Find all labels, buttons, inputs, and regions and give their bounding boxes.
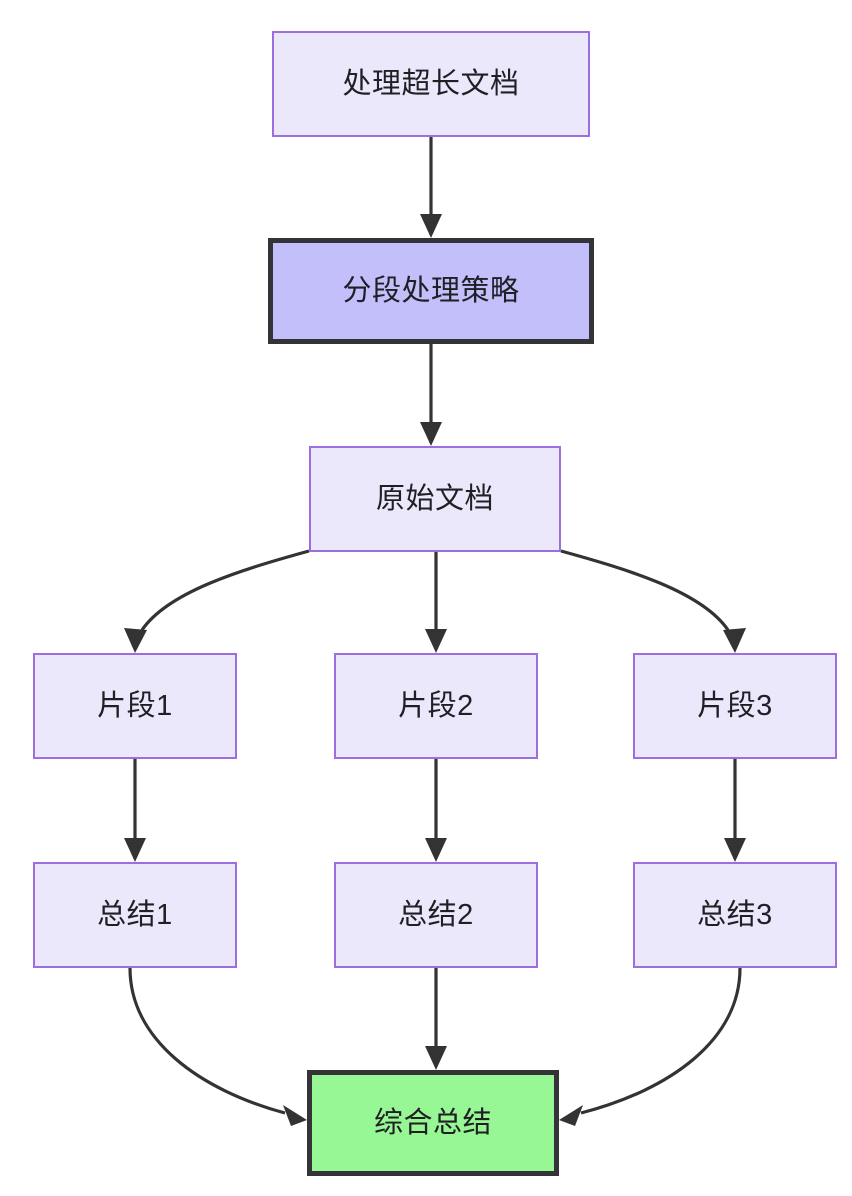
node-fragment-3[interactable]: 片段3 xyxy=(633,653,837,759)
node-process-long-document[interactable]: 处理超长文档 xyxy=(272,31,590,137)
node-label: 原始文档 xyxy=(375,482,494,515)
node-summary-3[interactable]: 总结3 xyxy=(633,862,837,968)
edge-fragment-1-to-summary-1 xyxy=(124,759,146,862)
edge-source-doc-to-fragment-3 xyxy=(560,549,746,653)
edge-fragment-2-to-summary-2 xyxy=(425,759,447,862)
node-label: 总结3 xyxy=(697,898,773,931)
node-source-document[interactable]: 原始文档 xyxy=(309,446,561,552)
edge-summary-3-to-final-summary xyxy=(559,967,742,1126)
node-chunk-processing-strategy[interactable]: 分段处理策略 xyxy=(268,238,594,344)
node-summary-1[interactable]: 总结1 xyxy=(33,862,237,968)
node-label: 处理超长文档 xyxy=(342,67,520,100)
node-label: 片段2 xyxy=(398,689,474,722)
node-label: 总结1 xyxy=(97,898,173,931)
node-label: 片段1 xyxy=(97,689,173,722)
edge-fragment-3-to-summary-3 xyxy=(724,759,746,862)
edge-chunk-strategy-to-source-doc xyxy=(420,344,442,446)
edge-doc-long-to-chunk-strategy xyxy=(420,137,442,238)
node-label: 综合总结 xyxy=(373,1106,492,1139)
node-label: 片段3 xyxy=(697,689,773,722)
edge-source-doc-to-fragment-1 xyxy=(124,549,310,653)
edge-summary-1-to-final-summary xyxy=(128,967,307,1126)
node-comprehensive-summary[interactable]: 综合总结 xyxy=(307,1070,559,1176)
node-fragment-1[interactable]: 片段1 xyxy=(33,653,237,759)
edge-source-doc-to-fragment-2 xyxy=(425,552,447,653)
node-fragment-2[interactable]: 片段2 xyxy=(334,653,538,759)
node-summary-2[interactable]: 总结2 xyxy=(334,862,538,968)
edge-summary-2-to-final-summary xyxy=(425,968,447,1070)
node-label: 总结2 xyxy=(398,898,474,931)
node-label: 分段处理策略 xyxy=(342,274,520,307)
